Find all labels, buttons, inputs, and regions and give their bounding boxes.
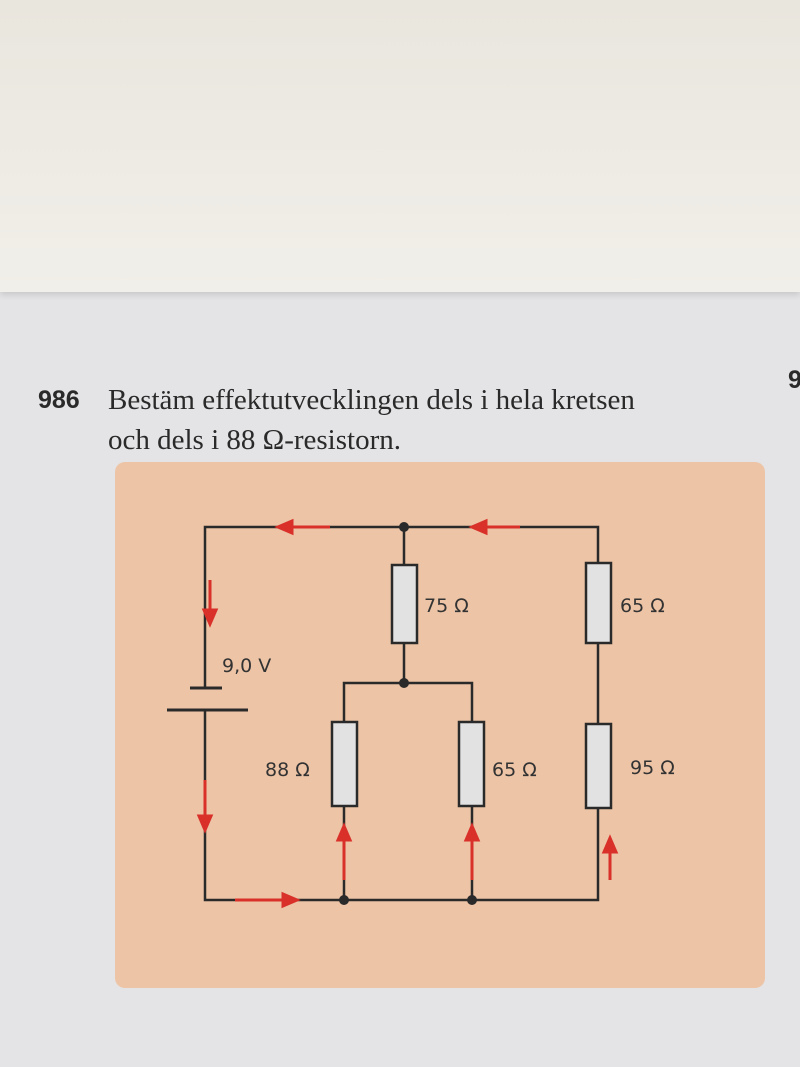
resistor-88 bbox=[330, 720, 359, 808]
resistor-75 bbox=[390, 563, 419, 645]
resistors bbox=[330, 561, 613, 810]
current-arrows bbox=[196, 518, 619, 909]
problem-number: 986 bbox=[38, 386, 80, 414]
problem-text-line-2: och dels i 88 Ω-resistorn. bbox=[108, 424, 401, 456]
label-95-ohm: 95 Ω bbox=[630, 757, 675, 779]
label-88-ohm: 88 Ω bbox=[265, 759, 310, 781]
label-65-ohm-bottom: 65 Ω bbox=[492, 759, 537, 781]
battery-voltage-label: 9,0 V bbox=[222, 655, 271, 677]
battery-icon bbox=[167, 686, 248, 712]
previous-page bbox=[0, 0, 800, 292]
problem-text-line-1: Bestäm effektutvecklingen dels i hela kr… bbox=[108, 384, 635, 416]
label-65-ohm-top: 65 Ω bbox=[620, 595, 665, 617]
resistor-95 bbox=[584, 722, 613, 810]
outer-loop-wire bbox=[203, 525, 600, 902]
label-75-ohm: 75 Ω bbox=[424, 595, 469, 617]
junctions bbox=[339, 522, 477, 905]
resistor-65-bottom bbox=[457, 720, 486, 808]
next-problem-number: 9 bbox=[788, 366, 800, 394]
resistor-65-top bbox=[584, 561, 613, 645]
diagram-panel bbox=[115, 462, 765, 988]
